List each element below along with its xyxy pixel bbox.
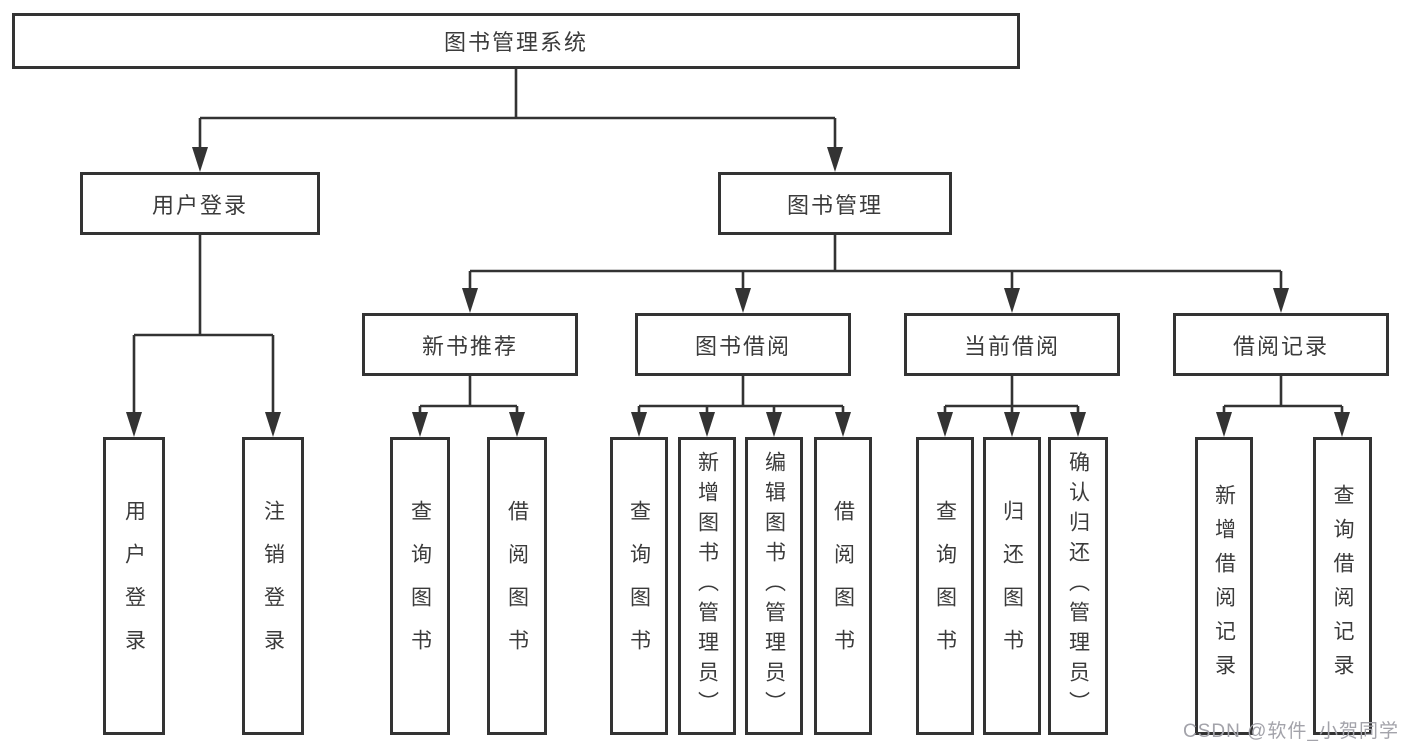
leaf-label: 借阅图书 [831, 500, 855, 672]
arrowhead [1004, 288, 1020, 313]
arrowhead [766, 412, 782, 437]
leaf-logout: 注销登录 [242, 437, 304, 735]
connector-borrow-records-branch [1222, 376, 1344, 416]
arrowhead [265, 412, 281, 437]
leaf-label: 用户登录 [122, 500, 146, 672]
arrowhead [1273, 288, 1289, 313]
node-book-management: 图书管理 [718, 172, 952, 235]
leaf-label: 确认归还（管理员） [1066, 451, 1090, 721]
arrowhead [699, 412, 715, 437]
arrowhead [1004, 412, 1020, 437]
connector-new-book-branch [418, 376, 519, 416]
arrowhead [462, 288, 478, 313]
leaf-newbook-borrow-books: 借阅图书 [487, 437, 547, 735]
arrowhead [827, 147, 843, 172]
leaf-label: 新增图书（管理员） [695, 451, 719, 721]
node-new-book-recommendation: 新书推荐 [362, 313, 578, 376]
leaf-newbook-query-books: 查询图书 [390, 437, 450, 735]
arrowhead [1334, 412, 1350, 437]
leaf-user-login: 用户登录 [103, 437, 165, 735]
leaf-records-add-borrow-record: 新增借阅记录 [1195, 437, 1253, 735]
leaf-label: 查询图书 [627, 500, 651, 672]
connector-current-borrow-branch [943, 376, 1080, 416]
leaf-records-query-borrow-record: 查询借阅记录 [1313, 437, 1372, 735]
arrowhead [126, 412, 142, 437]
leaf-label: 查询借阅记录 [1331, 484, 1354, 688]
csdn-watermark: CSDN @软件_小贺同学 [1183, 721, 1399, 742]
leaf-current-confirm-return-admin: 确认归还（管理员） [1048, 437, 1108, 735]
leaf-label: 查询图书 [933, 500, 957, 672]
leaf-label: 注销登录 [261, 500, 285, 672]
leaf-label: 归还图书 [1000, 500, 1024, 672]
connector-user-login-branch [132, 235, 275, 416]
connector-root-to-level2 [198, 69, 837, 152]
arrowhead [631, 412, 647, 437]
leaf-label: 新增借阅记录 [1212, 484, 1236, 688]
connector-book-borrow-branch [637, 376, 845, 416]
arrowhead [509, 412, 525, 437]
connector-book-management-branch [468, 235, 1283, 292]
arrowhead [835, 412, 851, 437]
leaf-borrow-add-books-admin: 新增图书（管理员） [678, 437, 736, 735]
arrowhead [1070, 412, 1086, 437]
leaf-label: 查询图书 [408, 500, 432, 672]
leaf-label: 借阅图书 [505, 500, 529, 672]
node-library-management-system: 图书管理系统 [12, 13, 1020, 69]
leaf-label: 编辑图书（管理员） [762, 451, 786, 721]
leaf-borrow-borrow-books: 借阅图书 [814, 437, 872, 735]
node-book-borrowing: 图书借阅 [635, 313, 851, 376]
leaf-current-return-books: 归还图书 [983, 437, 1041, 735]
node-user-login: 用户登录 [80, 172, 320, 235]
arrowhead [192, 147, 208, 172]
leaf-borrow-edit-books-admin: 编辑图书（管理员） [745, 437, 803, 735]
leaf-current-query-books: 查询图书 [916, 437, 974, 735]
node-borrowing-records: 借阅记录 [1173, 313, 1389, 376]
arrowhead [1216, 412, 1232, 437]
leaf-borrow-query-books: 查询图书 [610, 437, 668, 735]
arrowhead [937, 412, 953, 437]
arrowhead [412, 412, 428, 437]
arrowhead [735, 288, 751, 313]
node-current-borrowing: 当前借阅 [904, 313, 1120, 376]
